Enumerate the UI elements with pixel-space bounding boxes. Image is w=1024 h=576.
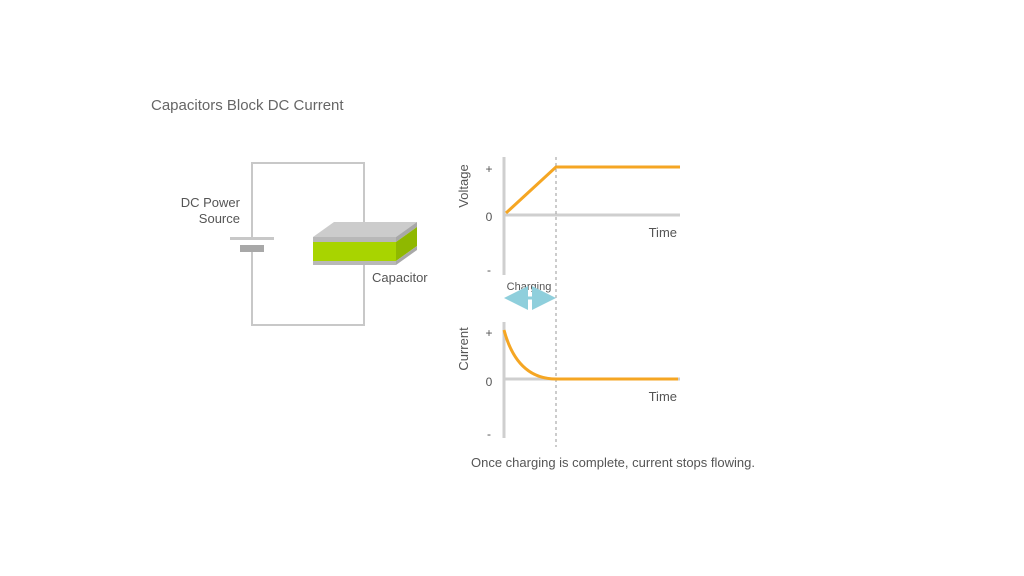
circuit-wire-bottom bbox=[251, 252, 365, 326]
voltage-ylabel: Voltage bbox=[456, 164, 471, 207]
diagram-title: Capacitors Block DC Current bbox=[151, 97, 344, 114]
capacitor-top-plate-front bbox=[313, 237, 396, 242]
capacitor-bottom-plate-front bbox=[313, 261, 396, 265]
voltage-xlabel: Time bbox=[649, 225, 677, 240]
caption: Once charging is complete, current stops… bbox=[471, 455, 755, 470]
capacitor-top-plate-side bbox=[396, 222, 417, 242]
source-label-line2: Source bbox=[199, 211, 240, 226]
current-tick-plus: + bbox=[485, 326, 492, 340]
voltage-tick-minus: - bbox=[487, 263, 491, 277]
capacitor-label: Capacitor bbox=[372, 270, 428, 285]
charging-label: Charging bbox=[507, 281, 552, 293]
current-graph: Current + 0 - Time bbox=[456, 322, 680, 441]
voltage-curve bbox=[504, 165, 680, 215]
battery-positive-plate bbox=[230, 237, 274, 240]
circuit: DC Power Source Capacitor bbox=[181, 162, 428, 326]
current-tick-zero: 0 bbox=[486, 375, 493, 389]
source-label-line1: DC Power bbox=[181, 195, 241, 210]
battery-negative-plate bbox=[240, 245, 264, 252]
current-curve bbox=[502, 329, 678, 381]
capacitor-dielectric-front bbox=[313, 242, 396, 261]
capacitor-top-plate-surface bbox=[313, 222, 417, 237]
current-xlabel: Time bbox=[649, 389, 677, 404]
voltage-tick-zero: 0 bbox=[486, 210, 493, 224]
charging-indicator: Charging bbox=[504, 281, 556, 310]
voltage-tick-plus: + bbox=[485, 162, 492, 176]
capacitor-bottom-plate-side bbox=[396, 246, 417, 265]
capacitor bbox=[313, 222, 417, 265]
circuit-wire-top bbox=[251, 162, 365, 240]
current-tick-minus: - bbox=[487, 427, 491, 441]
voltage-graph: Voltage + 0 - Time bbox=[456, 157, 680, 277]
current-ylabel: Current bbox=[456, 327, 471, 371]
capacitor-dielectric-side bbox=[396, 227, 417, 261]
